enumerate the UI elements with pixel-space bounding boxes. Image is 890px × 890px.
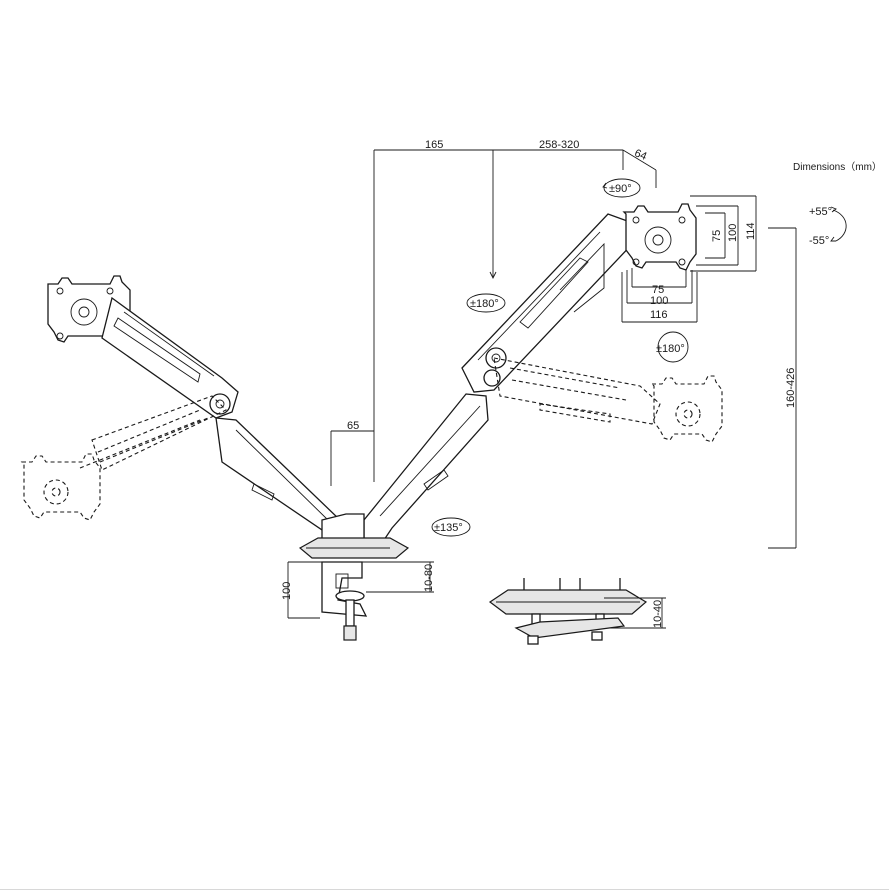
dim-10-40: 10-40 (652, 600, 664, 628)
grommet-base: 10-40 (488, 578, 666, 645)
dim-75-horizontal: 75 (652, 284, 664, 296)
center-base (298, 513, 410, 559)
right-arm-upper (363, 203, 697, 541)
top-dimension-lines: 165 258-320 64 (373, 139, 657, 482)
rotation-180-arm-badge: ±180° (466, 293, 506, 313)
rotation-135-label: ±135° (434, 522, 463, 534)
dim-64: 64 (633, 147, 649, 163)
dim-100-horizontal: 100 (650, 295, 668, 307)
dim-116: 116 (650, 309, 668, 321)
vesa-dimensions: 75 100 114 75 100 116 (621, 195, 757, 323)
dim-114: 114 (745, 222, 757, 240)
rotation-180-plate-label: ±180° (656, 343, 685, 355)
desk-clamp: 100 10-80 (281, 561, 435, 641)
right-vesa-plate (622, 203, 697, 271)
right-arm-lowered-ghost (493, 357, 723, 443)
rotation-180-plate-badge: ±180° (656, 331, 689, 363)
rotation-90-badge: ±90° (602, 178, 641, 198)
dim-65: 65 (347, 420, 359, 432)
dim-165: 165 (425, 139, 443, 151)
dimensions-title: Dimensions（mm） (793, 161, 882, 173)
dim-100-vertical: 100 (727, 224, 739, 242)
clamp-body (321, 561, 368, 617)
base-offset-dimension: 65 (330, 420, 374, 486)
tilt-indicator: +55° -55° (809, 206, 847, 247)
left-arm-body (101, 296, 239, 419)
tilt-arc-arrow-icon (832, 209, 847, 242)
rotation-135-badge: ±135° (431, 517, 471, 537)
rotation-180-arm-label: ±180° (470, 298, 499, 310)
tilt-down-label: -55° (809, 235, 829, 247)
dim-clamp-100: 100 (281, 582, 293, 600)
dim-258-320: 258-320 (539, 139, 579, 151)
right-forearm (363, 393, 489, 541)
dim-75-vertical: 75 (711, 230, 723, 242)
tilt-up-label: +55° (809, 206, 832, 218)
dim-10-80: 10-80 (423, 564, 435, 592)
height-range-dimension: 160-426 (768, 227, 797, 549)
rotation-90-label: ±90° (609, 183, 632, 195)
left-arm-upper (47, 275, 347, 543)
dim-160-426: 160-426 (785, 368, 797, 408)
left-arm-lowered-ghost (20, 395, 227, 521)
